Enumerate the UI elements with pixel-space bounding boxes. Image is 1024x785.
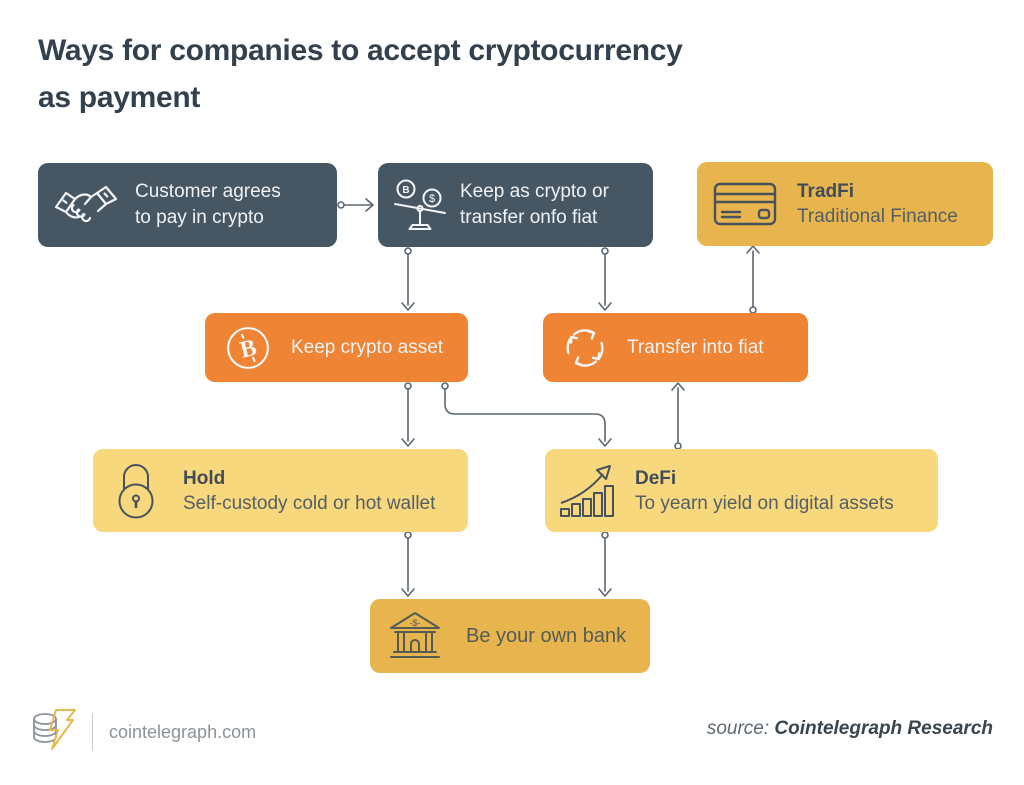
node-hold: Hold Self-custody cold or hot wallet bbox=[93, 449, 468, 532]
source-name: Cointelegraph Research bbox=[774, 718, 993, 739]
node-defi-subtitle: To yearn yield on digital assets bbox=[635, 492, 894, 514]
footer-site-label: cointelegraph.com bbox=[109, 721, 257, 742]
connector-hold-to-bank bbox=[401, 531, 415, 597]
connector-keepcrypto-to-hold bbox=[401, 382, 415, 447]
cointelegraph-logo-icon bbox=[30, 706, 78, 759]
node-transfer-into-fiat: Transfer into fiat bbox=[543, 313, 808, 382]
page-title-line1: Ways for companies to accept cryptocurre… bbox=[38, 34, 683, 67]
node-defi: DeFi To yearn yield on digital assets bbox=[545, 449, 938, 532]
source-label: source: bbox=[706, 718, 770, 739]
handshake-icon bbox=[54, 181, 118, 229]
node-defi-title: DeFi bbox=[635, 467, 677, 489]
padlock-icon bbox=[113, 462, 159, 520]
connector-keep-to-keepcrypto bbox=[401, 247, 415, 311]
credit-card-icon bbox=[713, 180, 777, 228]
node-tradfi-title: TradFi bbox=[797, 181, 855, 202]
node-keep-or-transfer-label: Keep as crypto or transfer onfo fiat bbox=[460, 181, 609, 228]
svg-text:$: $ bbox=[429, 193, 435, 205]
footer-source: source: Cointelegraph Research bbox=[707, 718, 993, 740]
footer-divider bbox=[92, 713, 93, 751]
node-hold-subtitle: Self-custody cold or hot wallet bbox=[183, 492, 436, 514]
node-keep-or-transfer: B $ Keep as crypto or transfer onfo fiat bbox=[378, 163, 653, 247]
connector-keepcrypto-to-defi bbox=[441, 382, 612, 447]
footer-brand: cointelegraph.com bbox=[30, 708, 256, 756]
node-tradfi-subtitle: Traditional Finance bbox=[797, 206, 958, 227]
node-defi-text: DeFi To yearn yield on digital assets bbox=[635, 466, 894, 516]
page-title: Ways for companies to accept cryptocurre… bbox=[38, 27, 683, 121]
node-keep-crypto-asset: B Keep crypto asset bbox=[205, 313, 468, 382]
growth-chart-icon bbox=[559, 463, 617, 519]
node-tradfi: TradFi Traditional Finance bbox=[697, 162, 993, 246]
node-hold-text: Hold Self-custody cold or hot wallet bbox=[183, 466, 435, 516]
connector-defi-to-bank bbox=[598, 531, 612, 597]
page-title-line2: as payment bbox=[38, 81, 201, 114]
node-keep-crypto-label: Keep crypto asset bbox=[291, 336, 444, 358]
bank-icon: -$- bbox=[386, 608, 444, 664]
node-hold-title: Hold bbox=[183, 467, 226, 489]
node-tradfi-text: TradFi Traditional Finance bbox=[797, 179, 958, 229]
node-customer-label: Customer agrees to pay in crypto bbox=[135, 181, 281, 228]
svg-text:B: B bbox=[237, 334, 259, 363]
svg-text:-$-: -$- bbox=[410, 618, 421, 628]
connector-defi-to-transferfiat bbox=[671, 382, 685, 450]
node-customer-agrees: Customer agrees to pay in crypto bbox=[38, 163, 337, 247]
node-be-your-own-bank: -$- Be your own bank bbox=[370, 599, 650, 673]
svg-text:B: B bbox=[402, 185, 409, 196]
connector-transferfiat-to-tradfi bbox=[746, 245, 760, 314]
balance-scale-icon: B $ bbox=[392, 176, 448, 234]
bitcoin-icon: B bbox=[225, 325, 271, 371]
node-bank-label: Be your own bank bbox=[466, 625, 627, 647]
connector-keep-to-transferfiat bbox=[598, 247, 612, 311]
connector-customer-to-keep bbox=[337, 198, 374, 212]
node-transfer-fiat-label: Transfer into fiat bbox=[627, 336, 764, 358]
cycle-arrows-icon bbox=[561, 324, 609, 372]
